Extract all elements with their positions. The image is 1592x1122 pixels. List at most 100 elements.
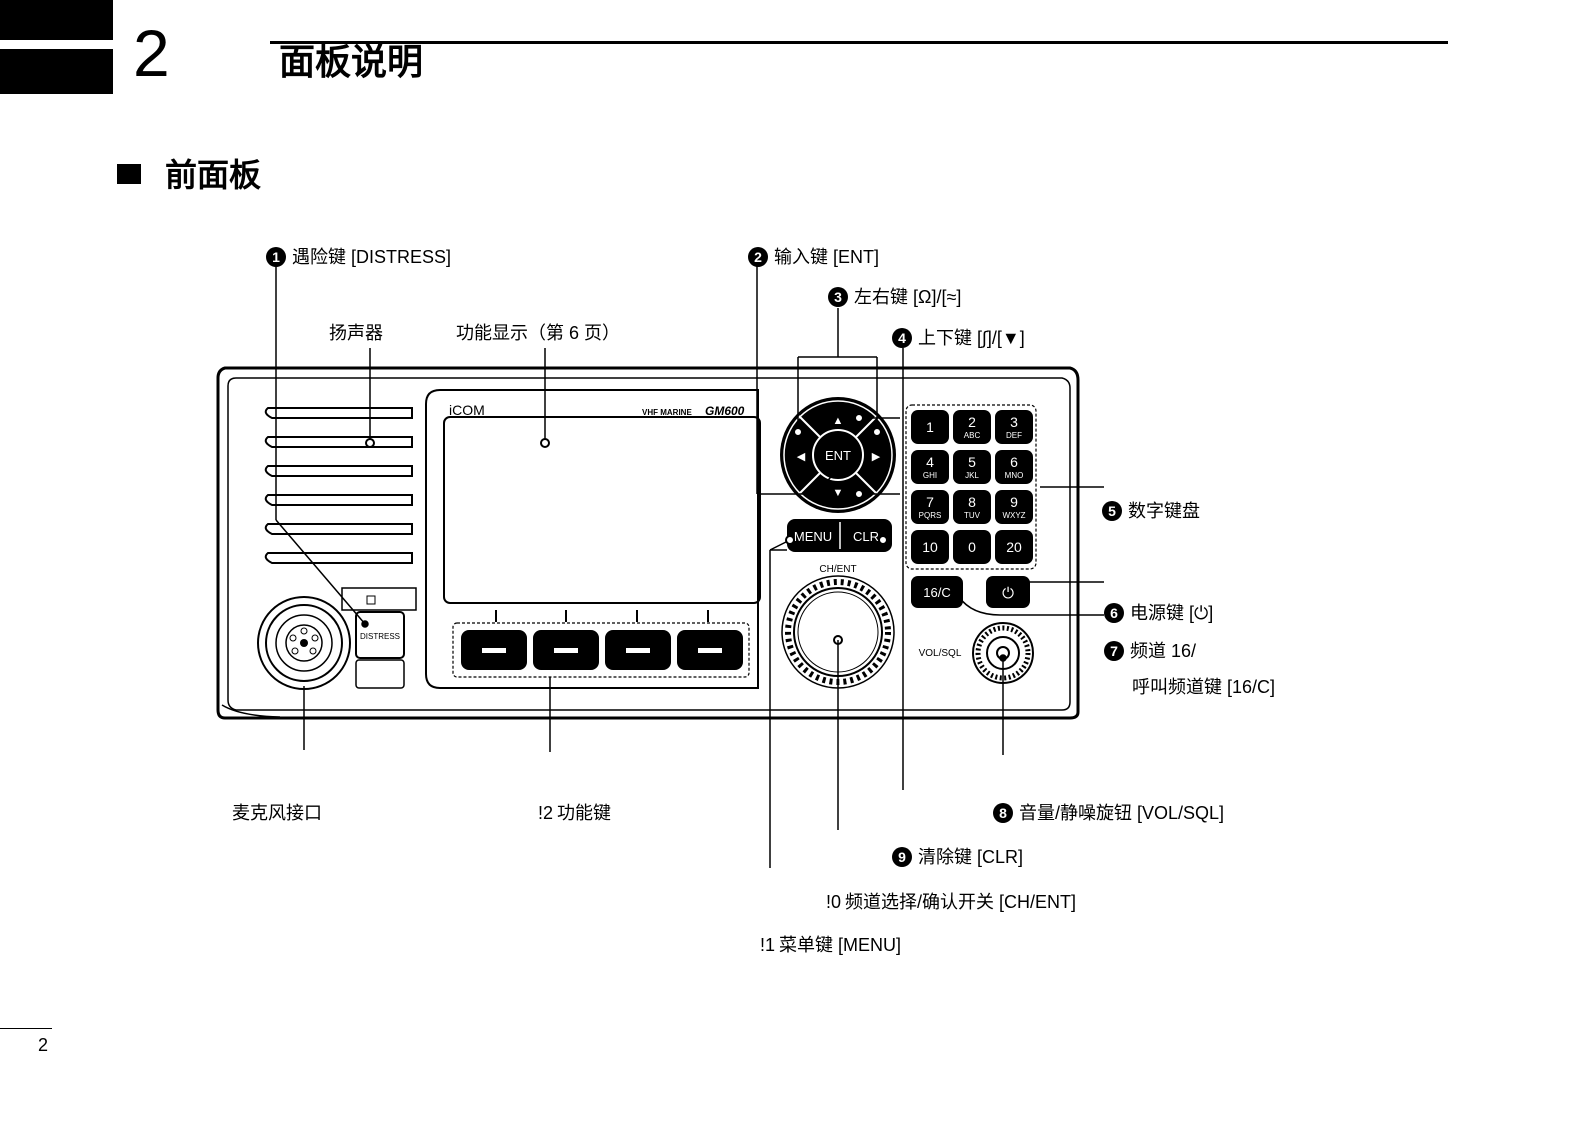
keypad-letters: TUV bbox=[964, 511, 981, 520]
callout-number: 3 bbox=[828, 287, 848, 307]
callout-number: 2 bbox=[748, 247, 768, 267]
keypad-key-3 bbox=[995, 410, 1033, 444]
left-key-label: ◀ bbox=[797, 451, 806, 463]
keypad-letters: MNO bbox=[1005, 471, 1024, 480]
chapter-number: 2 bbox=[133, 16, 170, 90]
callout-text: 数字键盘 bbox=[1128, 501, 1200, 521]
callout-vol-sql: 8 音量/静噪旋钮 [VOL/SQL] bbox=[993, 802, 1224, 824]
callout-text: 遇险键 [DISTRESS] bbox=[292, 247, 452, 267]
callout-text: 频道选择/确认开关 [CH/ENT] bbox=[845, 892, 1077, 912]
callout-text: 清除键 [CLR] bbox=[918, 847, 1024, 867]
keypad-digit: 10 bbox=[922, 539, 938, 555]
ch-ent-dial: CH/ENT bbox=[770, 549, 895, 689]
keypad-letters: DEF bbox=[1006, 431, 1022, 440]
soft-keys bbox=[452, 622, 750, 678]
vol-sql-knob: VOL/SQL bbox=[919, 622, 1034, 684]
keypad-digit: 8 bbox=[968, 494, 976, 510]
callout-mic: 麦克风接口 bbox=[232, 803, 322, 823]
footer-rule bbox=[0, 1028, 52, 1029]
keypad-letters: WXYZ bbox=[1002, 511, 1025, 520]
callout-number: 7 bbox=[1104, 641, 1124, 661]
keypad-letters: JKL bbox=[965, 471, 979, 480]
callout-number: !0 bbox=[826, 892, 842, 912]
ch-ent-label: CH/ENT bbox=[819, 564, 856, 575]
power-key-label: ⏻ bbox=[1002, 585, 1014, 602]
callout-text: 输入键 [ENT] bbox=[774, 247, 880, 267]
callout-ch16: 7 频道 16/ bbox=[1104, 640, 1196, 662]
ch16-key-label: 16/C bbox=[923, 585, 950, 600]
callout-ent: 2 输入键 [ENT] bbox=[748, 246, 879, 268]
callout-display: 功能显示（第 6 页） bbox=[456, 323, 621, 343]
callout-keypad: 5 数字键盘 bbox=[1102, 500, 1200, 522]
keypad-digit: 4 bbox=[926, 454, 934, 470]
callout-number: 4 bbox=[892, 328, 912, 348]
keypad-key-8 bbox=[953, 490, 991, 524]
keypad-digit: 6 bbox=[1010, 454, 1018, 470]
callout-number: 8 bbox=[993, 803, 1013, 823]
mic-connector bbox=[257, 596, 351, 690]
ch16-power-keys: 16/C ⏻ bbox=[911, 576, 1030, 608]
keypad-key-4 bbox=[911, 450, 949, 484]
callout-number: 9 bbox=[892, 847, 912, 867]
callout-text: 功能键 bbox=[557, 803, 612, 823]
ent-key-label: ENT bbox=[825, 448, 851, 463]
down-key-label: ▼ bbox=[833, 487, 844, 499]
keypad-digit: 3 bbox=[1010, 414, 1018, 430]
callout-speaker: 扬声器 bbox=[329, 323, 383, 343]
distress-key: DISTRESS bbox=[341, 587, 417, 689]
panel-housing-inner bbox=[227, 377, 1071, 711]
keypad-digit: 20 bbox=[1006, 539, 1022, 555]
keypad-digit: 9 bbox=[1010, 494, 1018, 510]
callout-number: !2 bbox=[538, 803, 554, 823]
keypad-key-7 bbox=[911, 490, 949, 524]
callout-up-down: 4 上下键 [∫]/[▼] bbox=[892, 327, 1025, 349]
chapter-title: 面板说明 bbox=[279, 41, 424, 82]
keypad-key-10 bbox=[911, 530, 949, 564]
keypad-digit: 0 bbox=[968, 539, 976, 555]
callout-text: 上下键 [∫]/[▼] bbox=[918, 328, 1025, 348]
keypad-key-1 bbox=[911, 410, 949, 444]
menu-clr-keys: MENU CLR bbox=[787, 519, 892, 552]
brand-logo: iCOM bbox=[449, 402, 485, 418]
section-title: 前面板 bbox=[165, 157, 262, 193]
leader-lines bbox=[275, 266, 1104, 868]
panel-housing bbox=[216, 366, 1080, 720]
callout-text: 音量/静噪旋钮 [VOL/SQL] bbox=[1019, 803, 1225, 823]
display-frame: iCOM VHF MARINE GM600 bbox=[425, 389, 761, 689]
keypad-digit: 2 bbox=[968, 414, 976, 430]
keypad-letters: ABC bbox=[964, 431, 981, 440]
chapter-tab-bottom bbox=[0, 49, 113, 94]
callout-text: 电源键 [⏻] bbox=[1130, 603, 1214, 623]
keypad-key-2 bbox=[953, 410, 991, 444]
callout-clr: 9 清除键 [CLR] bbox=[892, 846, 1023, 868]
model-name: GM600 bbox=[705, 404, 745, 418]
speaker-grill bbox=[264, 407, 413, 564]
keypad-key-0 bbox=[953, 530, 991, 564]
vol-sql-label: VOL/SQL bbox=[919, 648, 962, 659]
distress-label: DISTRESS bbox=[360, 632, 400, 641]
model-prefix: VHF MARINE bbox=[642, 408, 692, 417]
keypad-digit: 1 bbox=[926, 419, 934, 435]
callout-number: 5 bbox=[1102, 501, 1122, 521]
callout-text: 频道 16/ bbox=[1130, 641, 1197, 661]
keypad-key-20 bbox=[995, 530, 1033, 564]
arrow-keys: ENT ▲ ▼ ◀ ▶ bbox=[780, 397, 896, 513]
keypad-letters: GHI bbox=[923, 471, 937, 480]
keypad-digit: 5 bbox=[968, 454, 976, 470]
callout-ch16-line2: 呼叫频道键 [16/C] bbox=[1132, 677, 1276, 697]
callout-distress: 1 遇险键 [DISTRESS] bbox=[266, 246, 451, 268]
callout-number: 1 bbox=[266, 247, 286, 267]
keypad-key-5 bbox=[953, 450, 991, 484]
keypad-digit: 7 bbox=[926, 494, 934, 510]
chapter-tab-top bbox=[0, 0, 113, 40]
menu-key-label: MENU bbox=[794, 529, 832, 544]
keypad-key-9 bbox=[995, 490, 1033, 524]
keypad-key-6 bbox=[995, 450, 1033, 484]
callout-text: 菜单键 [MENU] bbox=[779, 935, 902, 955]
